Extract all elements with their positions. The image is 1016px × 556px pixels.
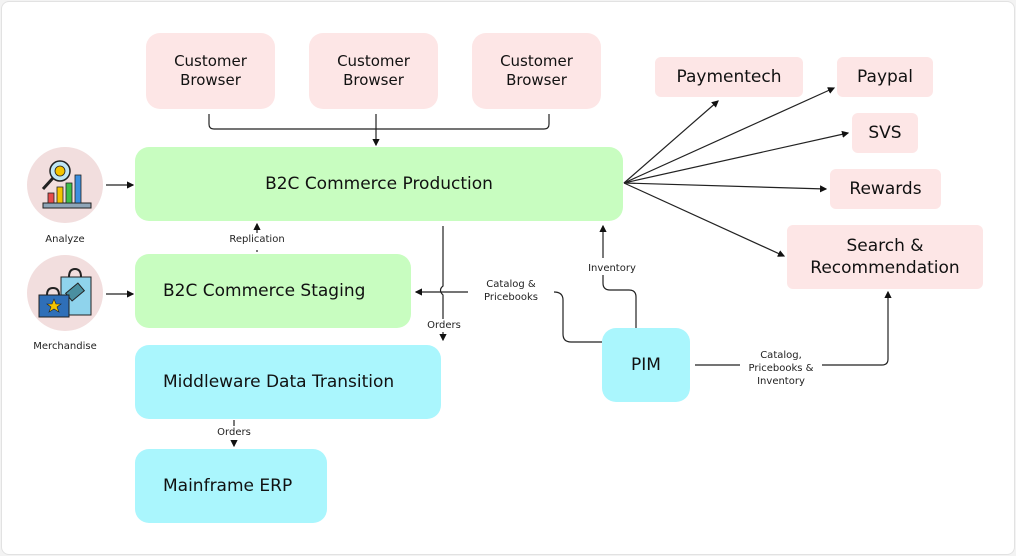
arrow-to-paypal [623,87,836,184]
search-recommendation[interactable]: Search & Recommendation [787,225,983,289]
svs[interactable]: SVS [852,113,918,153]
label-catalog-pricebooks: Catalog & Pricebooks [478,278,544,304]
arrow-inventory-to-production [602,274,637,328]
merchandise-icon-circle [27,255,103,331]
arrow-to-svs [623,130,850,184]
arrow-to-paymentech [623,100,719,184]
b2c-commerce-production[interactable]: B2C Commerce Production [135,147,623,221]
arrow-pim-to-search [695,292,888,366]
browser-bracket [208,114,550,130]
customer-browser-3[interactable]: Customer Browser [472,33,601,109]
paymentech[interactable]: Paymentech [655,57,803,97]
customer-browser-1[interactable]: Customer Browser [146,33,275,109]
arrow-to-rewards [623,182,828,193]
pim[interactable]: PIM [602,328,690,402]
analytics-magnifier-chart-icon [41,160,92,209]
arrow-to-search [623,182,786,257]
merchandise-caption: Merchandise [33,341,97,352]
paypal[interactable]: Paypal [837,57,933,97]
rewards[interactable]: Rewards [830,169,941,209]
analyze-caption: Analyze [45,234,85,245]
b2c-commerce-staging[interactable]: B2C Commerce Staging [135,254,411,328]
label-inventory: Inventory [584,262,640,275]
mainframe-erp[interactable]: Mainframe ERP [135,449,327,523]
label-orders-erp: Orders [215,426,253,439]
arrow-orders-to-middleware [439,226,447,342]
middleware-data-transition[interactable]: Middleware Data Transition [135,345,441,419]
label-catalog-pricebooks-inventory: Catalog, Pricebooks & Inventory [742,349,820,388]
label-orders-staging: Orders [426,319,462,332]
shopping-bags-icon [38,267,92,318]
customer-browser-2[interactable]: Customer Browser [309,33,438,109]
analyze-icon-circle [27,147,103,223]
label-replication: Replication [226,233,288,246]
